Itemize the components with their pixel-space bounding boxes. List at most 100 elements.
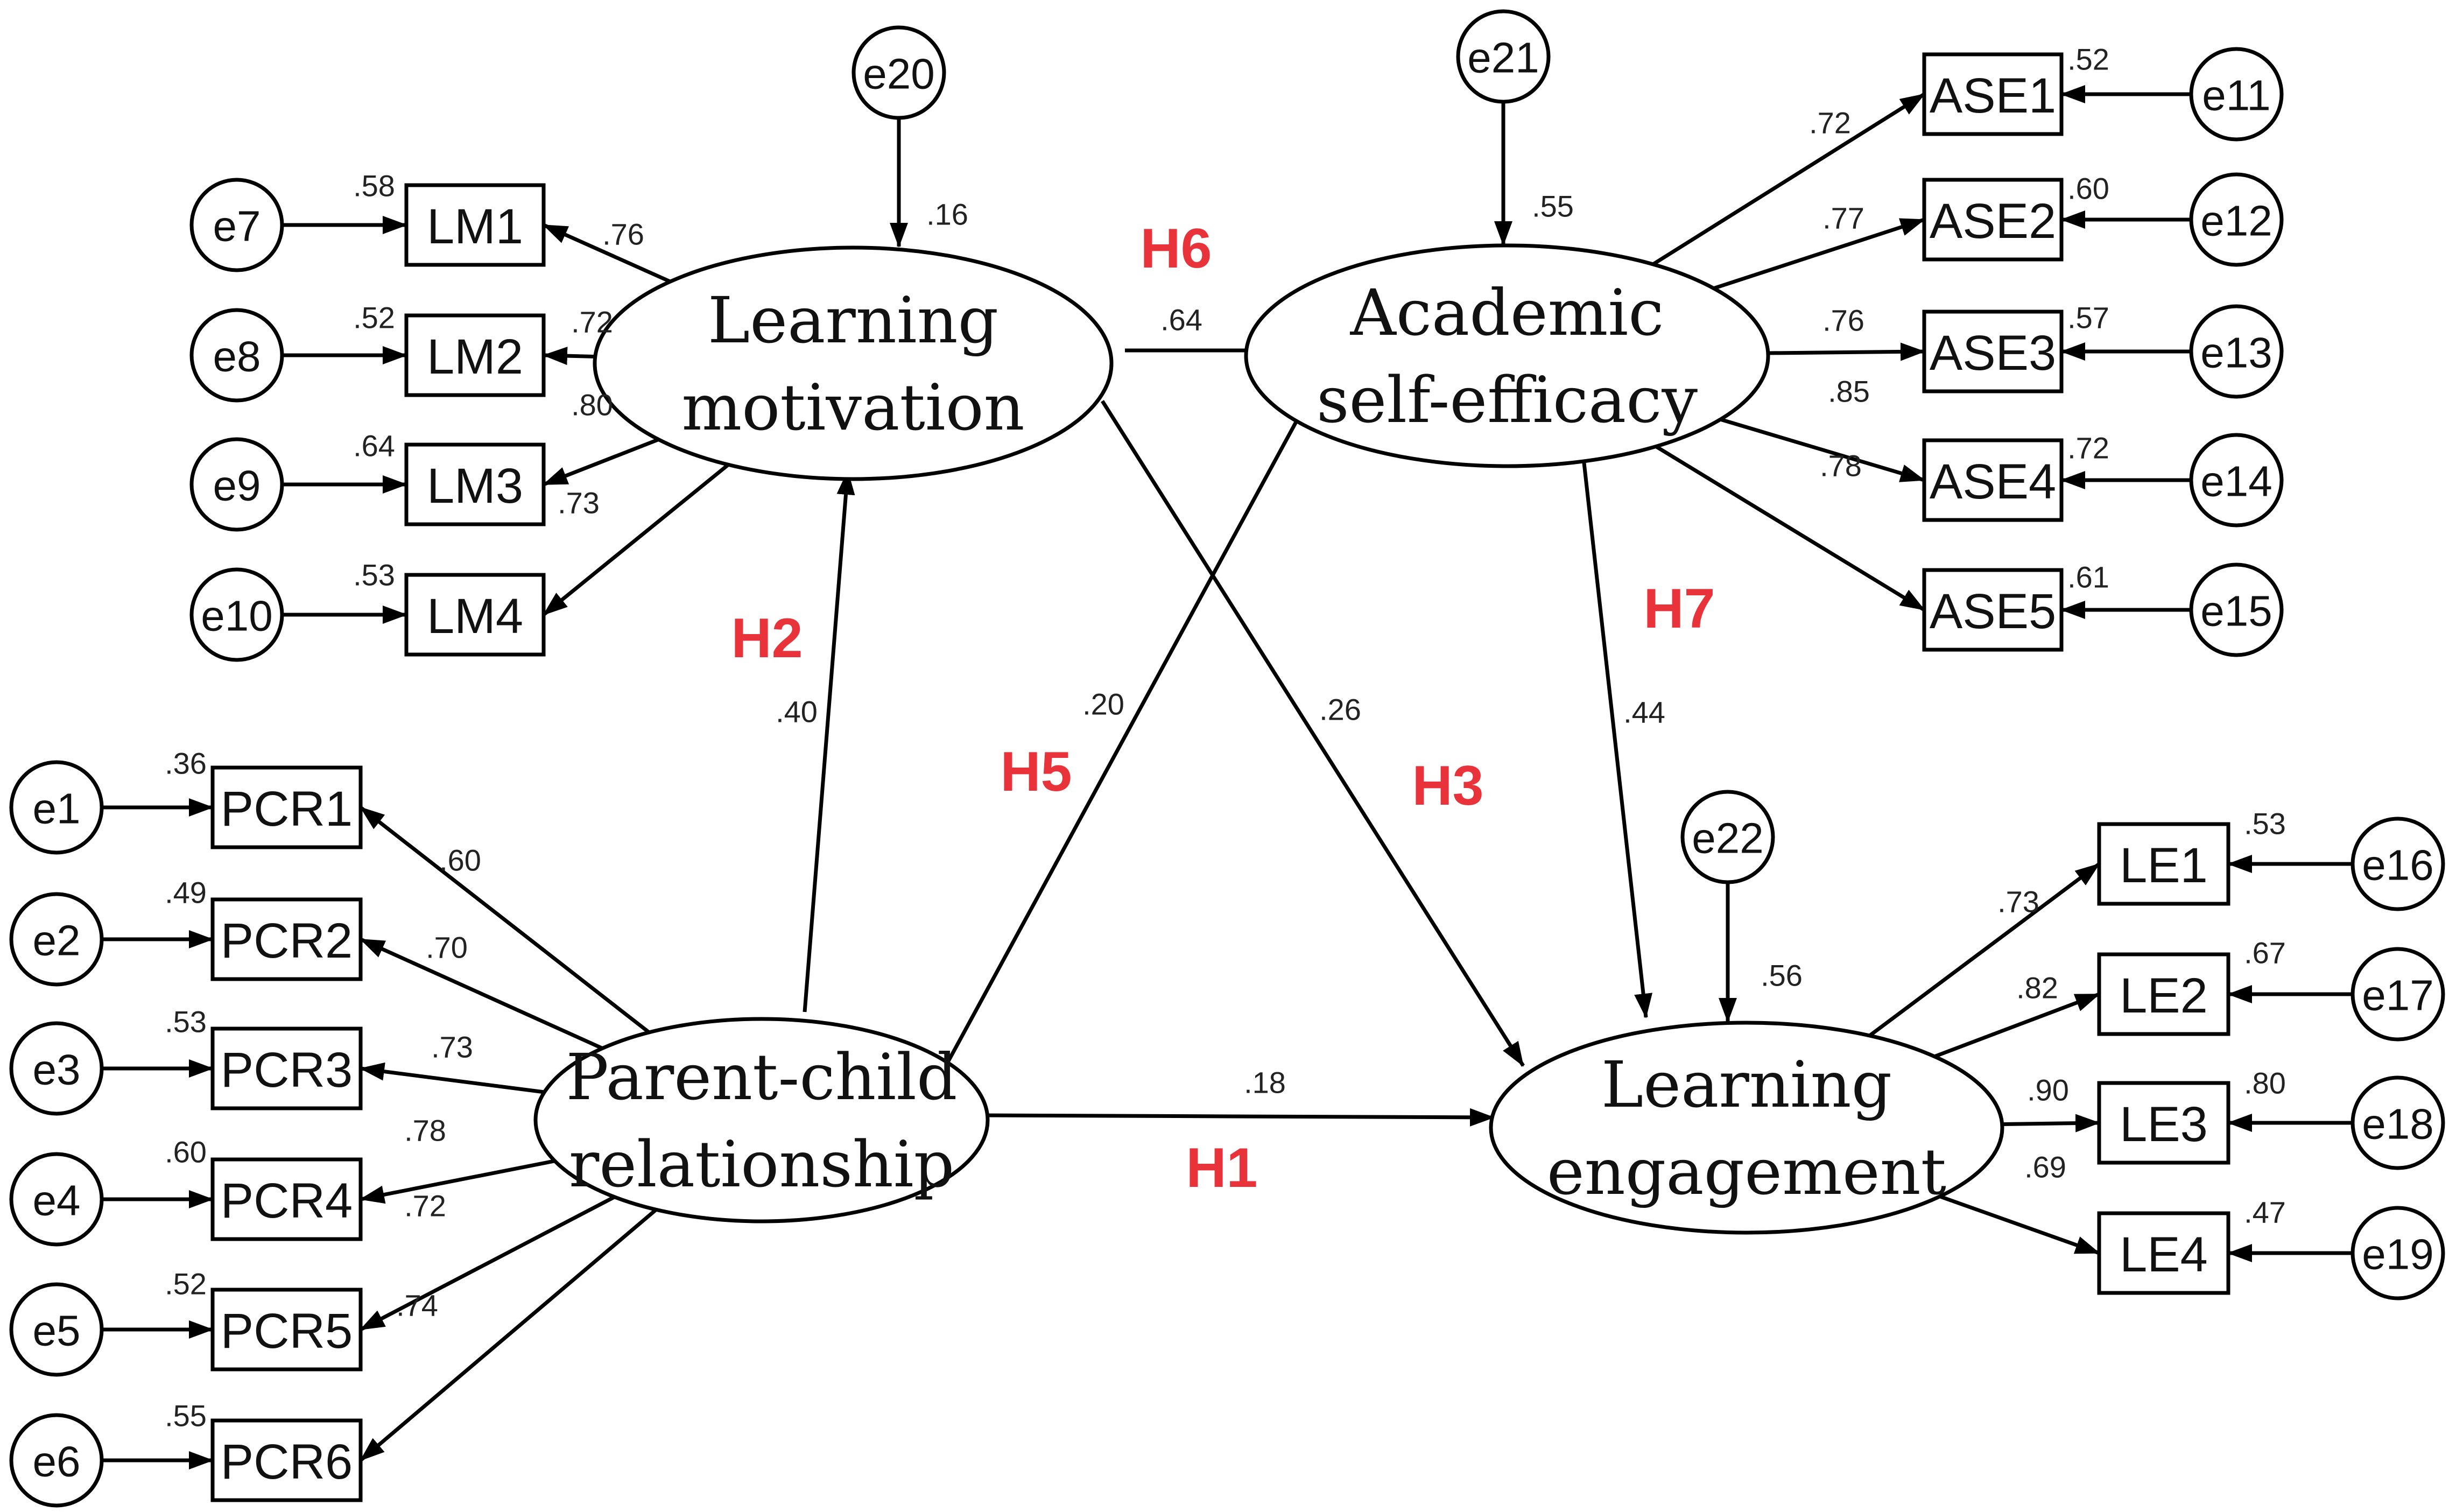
latent-ellipse-ase [1244, 243, 1770, 468]
r2-value-le2: .67 [2244, 936, 2286, 970]
loading-arrow-lm3 [543, 437, 663, 487]
loading-arrow-lm4 [542, 461, 731, 616]
disturbance-label-e20: e20 [863, 50, 934, 98]
loading-arrow-le3 [1998, 1114, 2100, 1133]
loading-value-le1: .73 [1997, 885, 2039, 919]
error-label-e7: e7 [213, 202, 261, 250]
error-circle-e4 [9, 1152, 104, 1247]
loading-arrow-ase4 [1716, 417, 1925, 482]
r2-value-ase3: .57 [2067, 301, 2109, 335]
loading-value-ase1: .72 [1809, 106, 1851, 140]
r2-value-lm3: .64 [353, 429, 395, 463]
indicator-box-pcr3 [210, 1026, 363, 1110]
error-circle-e15 [2189, 562, 2284, 657]
loading-value-ase5: .78 [1820, 449, 1862, 483]
r2-value-lm: .16 [926, 198, 968, 231]
r2-value-le1: .53 [2244, 807, 2286, 841]
path-pcr-to-le-arrow [982, 1108, 1495, 1127]
indicator-box-pcr6 [210, 1418, 363, 1502]
loading-arrow-le2 [1931, 992, 2100, 1060]
hypothesis-label-h5: H5 [1001, 741, 1072, 803]
r2-value-pcr3: .53 [165, 1005, 207, 1039]
indicator-label-ase4: ASE4 [1930, 454, 2056, 509]
error-label-e15: e15 [2200, 587, 2272, 635]
hypothesis-label-h7: H7 [1644, 578, 1715, 640]
loading-arrow-ase3 [1764, 342, 1925, 361]
indicator-box-le4 [2097, 1211, 2230, 1295]
indicator-box-le3 [2097, 1081, 2230, 1165]
error-circle-e11 [2189, 47, 2284, 142]
error-label-e19: e19 [2362, 1230, 2433, 1278]
indicator-label-ase5: ASE5 [1930, 584, 2056, 639]
error-label-e17: e17 [2362, 972, 2433, 1019]
diagram-shapes [9, 9, 2445, 1508]
r2-value-ase1: .52 [2067, 43, 2109, 76]
loading-arrow-ase1 [1650, 93, 1925, 268]
indicator-box-le2 [2097, 952, 2230, 1036]
indicator-box-lm2 [404, 313, 546, 397]
indicator-box-lm1 [404, 183, 546, 267]
r2-value-lm1: .58 [353, 169, 395, 203]
latent-name-lm-line1: Learning [708, 283, 998, 357]
latent-ellipse-pcr [533, 1017, 990, 1223]
r2-value-le4: .47 [2244, 1195, 2286, 1229]
error-label-e10: e10 [201, 592, 272, 640]
path-coefficient: .18 [1244, 1066, 1286, 1100]
r2-value-pcr6: .55 [165, 1399, 207, 1433]
loading-arrow-pcr3 [360, 1062, 548, 1095]
error-label-e1: e1 [33, 785, 81, 833]
error-label-e3: e3 [33, 1046, 81, 1094]
loading-value-ase2: .77 [1822, 201, 1864, 235]
indicator-box-ase2 [1922, 178, 2064, 262]
hypothesis-label-h1: H1 [1186, 1137, 1258, 1199]
error-label-e8: e8 [213, 333, 261, 381]
indicator-label-ase2: ASE2 [1930, 194, 2056, 249]
indicator-label-le3: LE3 [2120, 1097, 2208, 1152]
r2-value-pcr4: .60 [165, 1135, 207, 1169]
loading-value-ase4: .85 [1828, 375, 1870, 409]
loading-arrow-le1 [1866, 862, 2101, 1039]
indicator-label-ase3: ASE3 [1930, 326, 2056, 381]
latent-name-ase-line1: Academic [1350, 276, 1664, 350]
indicator-label-pcr2: PCR2 [221, 913, 353, 968]
loading-value-ase3: .76 [1822, 304, 1864, 337]
indicator-label-pcr5: PCR5 [221, 1304, 353, 1359]
r2-value-pcr5: .52 [165, 1267, 207, 1301]
path-pcr-to-lm-arrow [803, 470, 855, 1012]
error-label-e16: e16 [2362, 841, 2433, 889]
error-circle-e13 [2189, 304, 2284, 399]
indicator-label-lm3: LM3 [427, 459, 523, 514]
indicator-box-pcr2 [210, 897, 363, 981]
error-circle-e17 [2351, 947, 2445, 1042]
latent-ellipse-le [1489, 1021, 2004, 1235]
loading-value-le4: .69 [2024, 1150, 2066, 1184]
error-circle-e3 [9, 1021, 104, 1116]
latent-name-le-line2: engagement [1547, 1135, 1946, 1209]
path-coefficient: .26 [1319, 693, 1361, 727]
indicator-label-pcr6: PCR6 [221, 1434, 353, 1489]
indicator-box-le1 [2097, 822, 2230, 906]
latent-name-lm-line2: motivation [681, 370, 1024, 445]
loading-value-le3: .90 [2027, 1073, 2069, 1107]
loading-value-lm3: .80 [571, 388, 613, 422]
error-circle-e10 [189, 567, 284, 662]
indicator-box-lm4 [404, 573, 546, 657]
latent-name-ase-line2: self-efficacy [1317, 363, 1698, 437]
r2-value-lm4: .53 [353, 558, 395, 592]
error-circle-e12 [2189, 172, 2284, 267]
loading-arrow-lm1 [543, 223, 674, 285]
r2-value-ase4: .72 [2067, 431, 2109, 465]
loading-arrow-pcr2 [360, 937, 606, 1051]
indicator-label-lm4: LM4 [427, 589, 523, 644]
loading-arrow-lm2 [543, 347, 600, 365]
loading-value-pcr3: .73 [431, 1030, 473, 1064]
hypothesis-label-h3: H3 [1412, 755, 1484, 817]
error-label-e12: e12 [2200, 197, 2272, 245]
error-circle-e2 [9, 892, 104, 987]
loading-value-pcr2: .70 [426, 931, 468, 965]
error-label-e11: e11 [2202, 72, 2271, 119]
indicator-box-pcr5 [210, 1288, 363, 1372]
disturbance-circle-e22 [1680, 790, 1775, 884]
indicator-label-le4: LE4 [2120, 1227, 2208, 1282]
